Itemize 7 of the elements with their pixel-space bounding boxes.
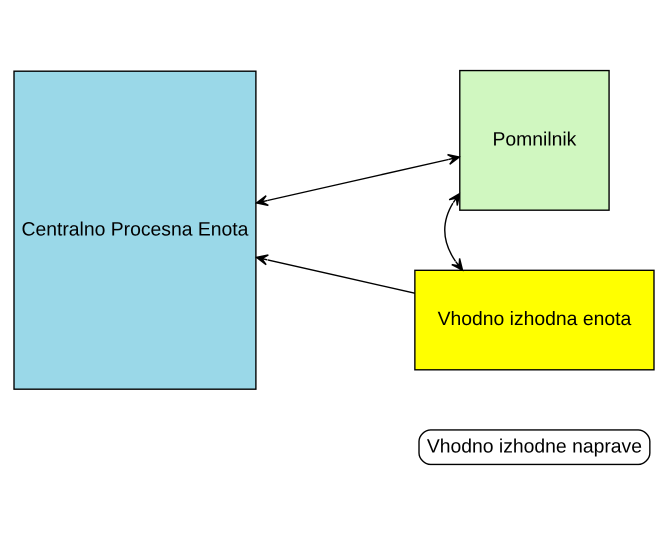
arrow	[256, 254, 415, 294]
node-box: Centralno Procesna Enota	[13, 70, 257, 390]
node-box: Vhodno izhodne naprave	[418, 428, 651, 465]
arrow	[444, 192, 464, 270]
arrow	[256, 153, 460, 206]
node-box: Vhodno izhodna enota	[414, 269, 655, 370]
node-box: Pomnilnik	[459, 69, 610, 210]
